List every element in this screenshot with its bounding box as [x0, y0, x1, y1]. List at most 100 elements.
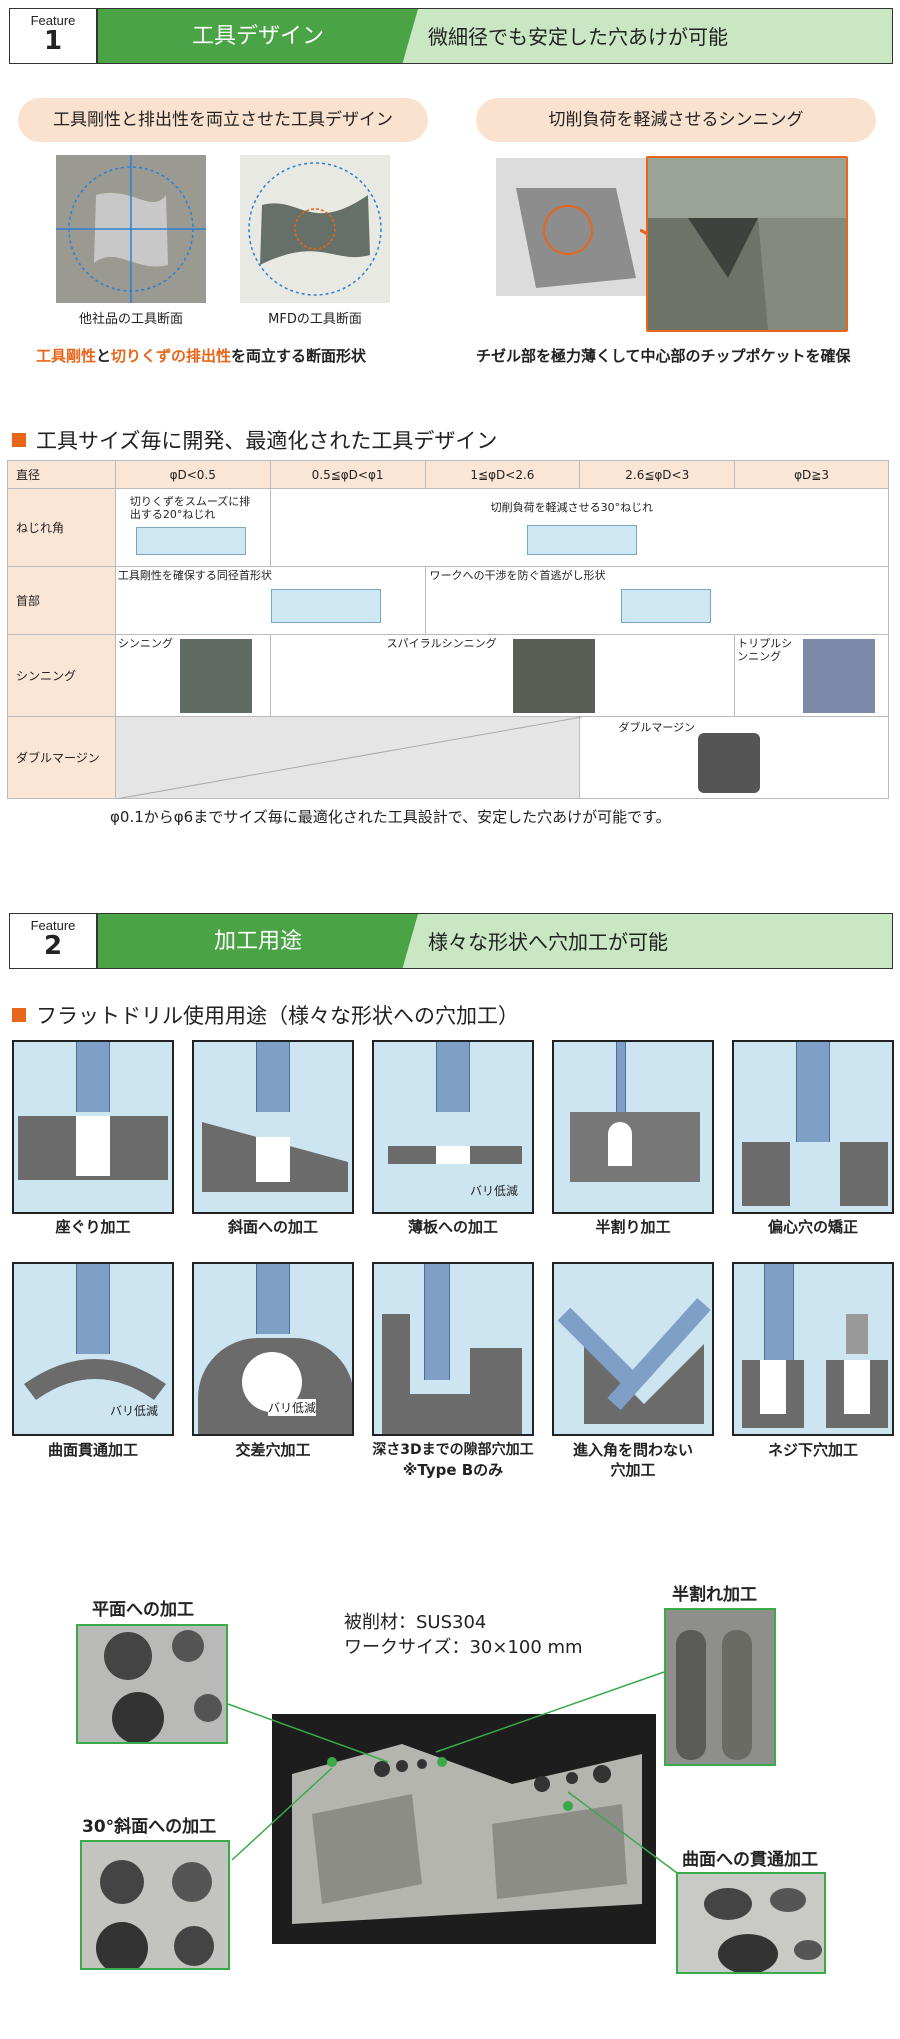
thinning-photo-zoom — [646, 156, 848, 332]
app-half-cut — [552, 1040, 714, 1214]
header-d1: φD<0.5 — [114, 460, 271, 489]
design-pill-left: 工具剛性と排出性を両立させた工具デザイン — [18, 98, 428, 142]
row-margin: ダブルマージン — [7, 716, 116, 799]
table-section-title: 工具サイズ毎に開発、最適化された工具デザイン — [12, 425, 497, 455]
note-chip: 切りくずの排出性 — [111, 347, 232, 365]
drill-shape — [424, 1264, 450, 1380]
thin-b-photo — [512, 639, 595, 713]
burr-note: バリ低減 — [110, 1404, 159, 1418]
neck-large-label: ワークへの干渉を防ぐ首逃がし形状 — [429, 569, 606, 582]
hole-shape — [608, 1122, 632, 1166]
tap-hole — [844, 1360, 870, 1414]
twist-large-cell: 切削負荷を軽減させる30°ねじれ — [269, 488, 890, 567]
label-slope: 30°斜面への加工 — [82, 1817, 217, 1837]
header-diameter: 直径 — [7, 460, 116, 489]
app-deep-corner — [372, 1262, 534, 1436]
neck-small-cell: 工具剛性を確保する同径首形状 — [114, 566, 426, 635]
twist-large-label: 切削負荷を軽減させる30°ねじれ — [490, 501, 654, 514]
row-thinning: シンニング — [7, 634, 116, 717]
corner-block — [382, 1314, 522, 1434]
photo-half — [664, 1608, 776, 1766]
design-pill-right: 切削負荷を軽減させるシンニング — [476, 98, 876, 142]
feature2-bar: 加工用途 様々な形状へ穴加工が可能 — [97, 913, 893, 969]
drill-shape — [76, 1042, 110, 1112]
app-any-angle — [552, 1262, 714, 1436]
app-caption-2: ※Type Bのみ — [402, 1461, 504, 1479]
app-caption: 薄板への加工 — [407, 1218, 498, 1236]
curved-block — [24, 1359, 166, 1400]
neck-small-diagram — [270, 589, 381, 623]
thin-c-cell: トリプルシンニング — [734, 634, 889, 717]
header-d3: 1≦φD<2.6 — [424, 460, 581, 489]
drill-shape — [256, 1042, 290, 1112]
burr-note: バリ低減 — [470, 1184, 519, 1198]
thin-b-cell: スパイラルシンニング — [269, 634, 736, 717]
curve-holes — [704, 1888, 822, 1972]
row-twist: ねじれ角 — [7, 488, 116, 567]
app-caption: 座ぐり加工 — [55, 1218, 131, 1236]
photo-flat — [76, 1624, 228, 1744]
connector-lines — [227, 1671, 701, 1891]
thin-a-photo — [179, 639, 252, 713]
app-tap-hole — [732, 1262, 894, 1436]
hole-shape — [760, 1360, 786, 1414]
app-caption-2: 穴加工 — [610, 1461, 656, 1479]
workpiece-drawing — [272, 1714, 656, 1944]
neck-large-cell: ワークへの干渉を防ぐ首逃がし形状 — [424, 566, 889, 635]
app-counterbore — [12, 1040, 174, 1214]
mfd-section-drawing — [240, 155, 390, 303]
feature2-label: Feature — [30, 918, 76, 933]
workpiece-photo — [272, 1714, 656, 1944]
feature-label: Feature — [30, 13, 76, 28]
note-rest: を両立する断面形状 — [231, 347, 367, 365]
twist-large-diagram — [526, 525, 637, 555]
table-footnote: φ0.1からφ6までサイズ毎に最適化された工具設計で、安定した穴あけが可能です。 — [110, 808, 671, 826]
label-half: 半割れ加工 — [672, 1585, 757, 1605]
photo-curve — [676, 1872, 826, 1974]
app-thin-plate: バリ低減 — [372, 1040, 534, 1214]
other-tool-section-image — [56, 155, 206, 303]
margin-label: ダブルマージン — [618, 721, 696, 734]
app-caption: 半割り加工 — [595, 1218, 671, 1236]
feature-number: 1 — [43, 26, 63, 56]
thinning-drawing — [496, 158, 648, 296]
app-caption: 深さ3Dまでの隙部穴加工 — [372, 1442, 534, 1458]
work-left — [742, 1142, 790, 1206]
margin-cell: ダブルマージン — [579, 716, 889, 799]
row-neck: 首部 — [7, 566, 116, 635]
twist-small-diagram — [135, 527, 246, 555]
slope-block — [202, 1122, 348, 1192]
spec-table: 直径 φD<0.5 0.5≦φD<φ1 1≦φD<2.6 2.6≦φD<3 φD… — [7, 460, 890, 799]
header-d4: 2.6≦φD<3 — [579, 460, 736, 489]
work-block — [570, 1112, 700, 1182]
thin-c-label: トリプルシンニング — [737, 637, 793, 663]
photo-slope — [80, 1840, 230, 1970]
slope-holes — [96, 1860, 214, 1968]
work-size-text: ワークサイズ：30×100 mm — [344, 1637, 583, 1658]
app-cross-hole: バリ低減 — [192, 1262, 354, 1436]
header-d2: 0.5≦φD<φ1 — [269, 460, 426, 489]
feature2-title: 加工用途 — [98, 914, 418, 968]
feature-title: 工具デザイン — [98, 9, 418, 63]
drill-shape — [616, 1042, 626, 1112]
half-grooves — [676, 1630, 752, 1760]
app-caption: 進入角を問わない — [572, 1441, 693, 1459]
feature2-number: 2 — [43, 931, 63, 961]
drill-shape — [256, 1264, 290, 1334]
app-caption: 斜面への加工 — [227, 1218, 318, 1236]
drill-shape — [796, 1042, 830, 1142]
drill-shape — [76, 1264, 110, 1354]
feature-badge: Feature 1 — [9, 8, 97, 64]
label-flat: 平面への加工 — [92, 1600, 194, 1620]
thinning-zoom-drawing — [648, 158, 846, 330]
app-slope — [192, 1040, 354, 1214]
app-curved-through: バリ低減 — [12, 1262, 174, 1436]
design-left-note: 工具剛性と切りくずの排出性を両立する断面形状 — [36, 345, 366, 366]
neck-small-label: 工具剛性を確保する同径首形状 — [117, 569, 272, 582]
thin-c-photo — [803, 639, 876, 713]
margin-empty-cell — [114, 716, 582, 799]
mfd-tool-section-image — [240, 155, 390, 303]
margin-diagonal — [115, 717, 582, 799]
thin-a-label: シンニング — [117, 637, 173, 650]
feature2-subtitle: 様々な形状へ穴加工が可能 — [428, 930, 668, 954]
